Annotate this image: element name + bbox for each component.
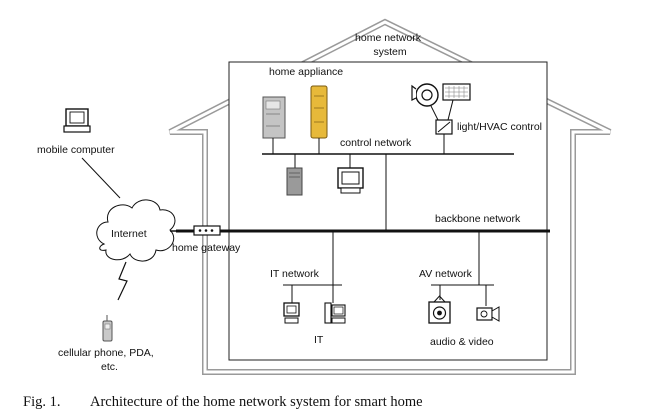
internet-cloud-icon <box>96 199 176 262</box>
home-appliance-label: home appliance <box>269 66 343 78</box>
refrigerator-icon <box>262 96 286 139</box>
it-label: IT <box>314 334 324 346</box>
light-hvac-controller-icon <box>435 119 453 135</box>
workstation-icon <box>324 302 346 324</box>
mobile-computer-label: mobile computer <box>37 144 115 156</box>
house-outline <box>168 18 612 375</box>
light-hvac-keypad-icon <box>442 83 471 101</box>
home-network-system-label-line2: system <box>373 46 407 58</box>
home-gateway-label: home gateway <box>172 242 241 254</box>
wireless-link-zigzag <box>117 261 128 301</box>
cellular-phone-icon <box>102 315 113 342</box>
figure-number: Fig. 1. <box>23 394 60 410</box>
speaker-icon <box>428 295 451 324</box>
air-conditioner-icon <box>310 85 328 139</box>
control-network-label: control network <box>340 137 412 149</box>
mobile-computer-link <box>81 157 121 199</box>
it-network-label: IT network <box>270 268 320 280</box>
desktop-computer-icon <box>283 302 300 324</box>
backbone-network-label: backbone network <box>435 213 521 225</box>
camcorder-icon <box>476 306 500 322</box>
home-network-system-label-line1: home network <box>355 32 422 44</box>
laptop-icon <box>63 108 91 133</box>
light-hvac-fan-icon <box>411 83 439 107</box>
pc-tower-icon <box>286 167 303 196</box>
figure-caption: Architecture of the home network system … <box>90 394 423 410</box>
tv-monitor-icon <box>337 167 364 194</box>
av-network-label: AV network <box>419 268 473 280</box>
cellular-phone-label-line2: etc. <box>101 361 118 373</box>
audio-video-label: audio & video <box>430 336 494 348</box>
cellular-phone-label-line1: cellular phone, PDA, <box>58 347 154 359</box>
light-hvac-control-label: light/HVAC control <box>457 121 542 133</box>
internet-label: Internet <box>111 228 147 240</box>
home-gateway-icon <box>193 225 221 236</box>
